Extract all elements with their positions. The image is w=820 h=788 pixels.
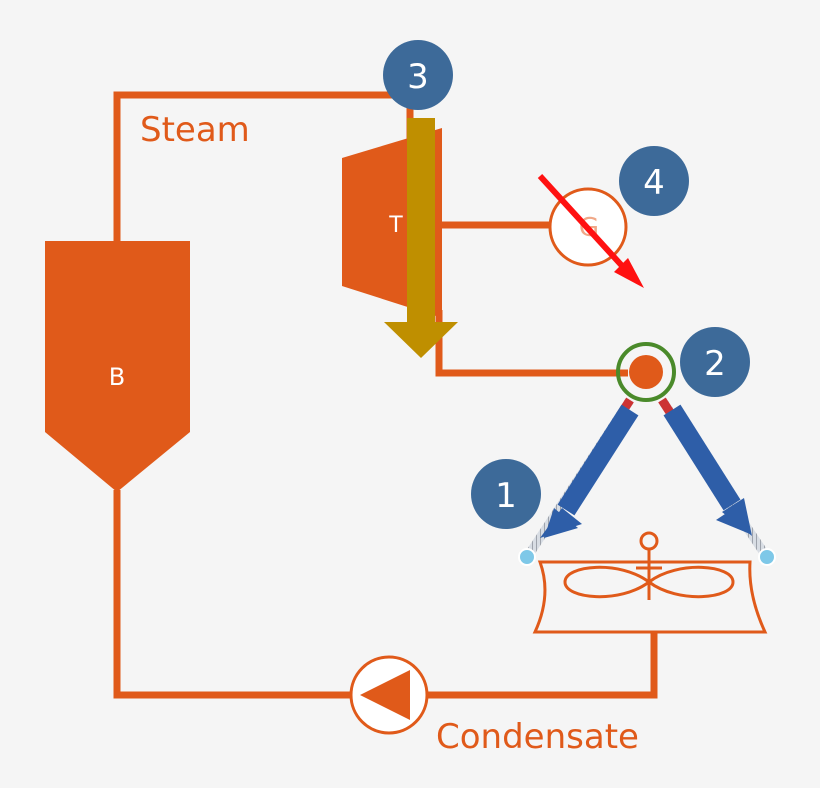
- marker-3: 3: [383, 40, 453, 110]
- turbine-label: T: [388, 213, 403, 238]
- boiler: B: [45, 241, 190, 492]
- svg-text:2: 2: [704, 344, 726, 384]
- condensate-label: Condensate: [436, 717, 639, 757]
- condenser-node: [616, 342, 676, 402]
- work-output-arrow: [384, 118, 458, 358]
- steam-label: Steam: [140, 110, 250, 150]
- turbine-exhaust-pipe: [435, 310, 628, 377]
- cooling-tower-fan-icon: [532, 531, 768, 634]
- heat-rejection-arrows: [540, 404, 752, 538]
- marker-4: 4: [619, 146, 689, 216]
- svg-text:4: 4: [643, 163, 665, 203]
- pump-triangle-icon: [349, 655, 429, 735]
- red-cross-arrow: [537, 173, 644, 288]
- svg-text:3: 3: [407, 57, 429, 97]
- svg-text:1: 1: [495, 476, 517, 516]
- boiler-label: B: [109, 363, 125, 391]
- boiler-body: [45, 241, 190, 492]
- condensate-return-pipe: [113, 490, 352, 699]
- steam-pipe: [113, 91, 414, 244]
- highlight-ring: [616, 342, 676, 402]
- marker-1: 1: [471, 459, 541, 529]
- marker-2: 2: [680, 327, 750, 397]
- condensate-pipe: [426, 628, 658, 699]
